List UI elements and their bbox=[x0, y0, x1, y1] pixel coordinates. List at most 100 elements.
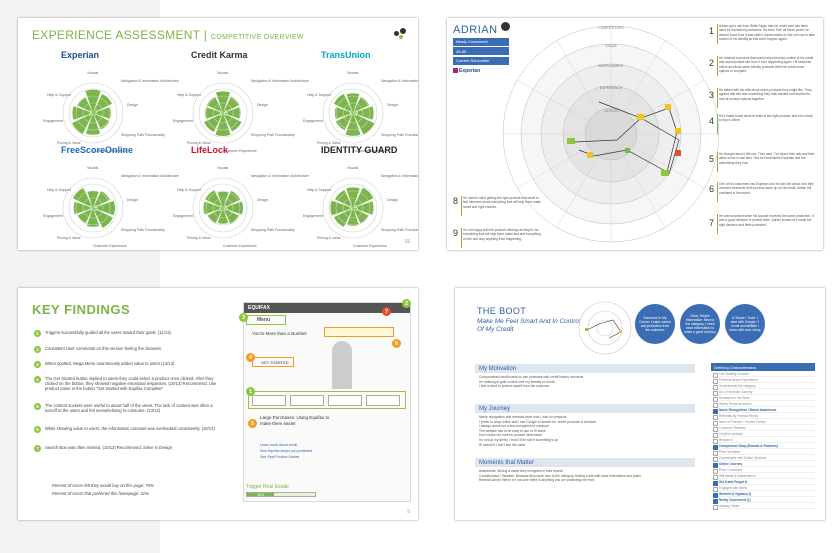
slide-subtitle: Make Me Feel Smart And In Control Of My … bbox=[477, 318, 581, 333]
radar-segment bbox=[353, 187, 374, 208]
brand-logo: IDENTITY GUARD bbox=[321, 145, 398, 155]
carousel-callout bbox=[324, 327, 394, 337]
radar-axis-label: Navigation & Information Architecture bbox=[381, 174, 418, 178]
wire-link[interactable]: Learn more about credit bbox=[260, 443, 298, 447]
note-accent bbox=[717, 114, 718, 134]
characteristics-header: Defining Characteristics bbox=[711, 363, 815, 371]
radar-axis-label: Visuals bbox=[87, 71, 99, 75]
radar-segment bbox=[204, 113, 223, 132]
radar-segment bbox=[223, 107, 241, 119]
radar-axis-label: Shopping Path Functionality bbox=[381, 133, 418, 137]
note-number: 3 bbox=[709, 90, 715, 100]
wire-link[interactable]: How Equifax keeps you protected bbox=[260, 449, 313, 453]
note-accent bbox=[717, 88, 718, 108]
radar-ring bbox=[198, 88, 248, 138]
slide-the-boot[interactable]: THE BOOT Make Me Feel Smart And In Contr… bbox=[455, 288, 825, 520]
characteristic-row: Comparison Shop (Brands & Features) bbox=[711, 444, 815, 450]
need-bubble: A 'Name I Trust': I start with Google / … bbox=[725, 304, 765, 344]
radar-segment bbox=[353, 208, 369, 224]
radar-segment bbox=[72, 187, 93, 208]
radar-segment bbox=[223, 190, 241, 208]
brand-logo: Experian bbox=[61, 50, 100, 60]
section-header: Moments that Matter bbox=[475, 458, 695, 467]
note-accent bbox=[461, 196, 462, 216]
finding-text: When spotted, Mega Menu unanimously adde… bbox=[45, 361, 175, 366]
radar-axis-label: Help & Support bbox=[307, 93, 331, 97]
equifax-logo: EQUIFAX bbox=[248, 305, 270, 311]
characteristic-row: Set It and Forget It bbox=[711, 480, 815, 486]
finding-number: 3 bbox=[34, 361, 41, 368]
note-text: One of his customers has Experian and he… bbox=[719, 182, 814, 195]
radar-axis-label: Pricing & Value bbox=[57, 141, 81, 145]
finding-number: 6 bbox=[34, 426, 41, 433]
radar-segment bbox=[223, 96, 240, 113]
radar-axis-label: Help & Support bbox=[177, 93, 201, 97]
characteristic-row: Customer Reviews bbox=[711, 426, 815, 432]
radar-ring bbox=[212, 197, 234, 219]
note-number: 2 bbox=[709, 58, 715, 68]
radar-axis-label: Design bbox=[127, 103, 138, 107]
radar-segment bbox=[345, 113, 361, 136]
radar-axis-label: Navigation & Information Architecture bbox=[121, 79, 179, 83]
radar-segment bbox=[333, 208, 353, 228]
radar-axis-label: Customer Experience bbox=[93, 244, 127, 248]
section-line: I'm set up my alerts. I trust I'll be to… bbox=[479, 438, 558, 442]
section-line: I always check out a few companies to co… bbox=[479, 424, 550, 429]
characteristic-row: Understands the category bbox=[711, 384, 815, 390]
radar-axis-label: Help & Support bbox=[177, 188, 201, 192]
radar-axis-label: Shopping Path Functionality bbox=[251, 228, 295, 232]
radar-axis-label: Help & Support bbox=[47, 188, 71, 192]
radar-chart: 3.7 bbox=[62, 82, 124, 144]
radar-segment bbox=[86, 208, 100, 227]
radar-ring bbox=[75, 190, 111, 226]
journey-spoke bbox=[517, 146, 589, 189]
radar-ring bbox=[322, 82, 384, 144]
radar-chart: 3.5 bbox=[62, 177, 124, 239]
radar-axis-label: Shopping Path Functionality bbox=[121, 228, 165, 232]
journey-spoke bbox=[623, 156, 666, 228]
characteristic-row: Items of Friends / Trusted Family bbox=[711, 420, 815, 426]
get-started-callout: GET STARTED bbox=[252, 357, 294, 367]
slide-experience-assessment[interactable]: EXPERIENCE ASSESSMENT | COMPETITIVE OVER… bbox=[18, 18, 418, 250]
finding-number: 5 bbox=[34, 403, 41, 410]
get-started-button[interactable]: GET STARTED bbox=[261, 360, 289, 365]
brand-text: Experian bbox=[459, 67, 481, 74]
radar-segment bbox=[335, 190, 353, 208]
callout-badge-2: 2 bbox=[402, 299, 411, 308]
title-text: EXPERIENCE ASSESSMENT bbox=[32, 28, 201, 42]
socket-title: Large Purchases: Using Equifax to make t… bbox=[260, 415, 330, 426]
radar-ring bbox=[335, 190, 371, 226]
marker-icon bbox=[625, 148, 630, 153]
radar-segment bbox=[346, 187, 360, 208]
radar-axis-label: Visuals bbox=[87, 166, 99, 170]
finding-text: The Get Started button implied to users … bbox=[45, 376, 217, 391]
stat-prefer: Percent of Users that preferred this hom… bbox=[52, 491, 149, 496]
stat-buy: Percent of Users felt they would buy on … bbox=[52, 483, 154, 488]
callout-badge-1: 1 bbox=[246, 387, 255, 396]
note-number: 1 bbox=[709, 26, 715, 36]
radar-segment bbox=[87, 190, 99, 208]
radar-ring bbox=[335, 95, 371, 131]
callout-badge-6: 6 bbox=[392, 339, 401, 348]
radar-axis-label: Visuals bbox=[347, 166, 359, 170]
radar-axis-label: Navigation & Information Architecture bbox=[381, 79, 418, 83]
note-text: Adrian got a call from Wells Fargo that … bbox=[719, 24, 815, 41]
wire-link[interactable]: See Real Product Stories bbox=[260, 455, 300, 459]
need-bubble: Clear, Simple Information: New to the ca… bbox=[680, 304, 720, 344]
ring-label: ENVIRONMENT bbox=[598, 64, 625, 68]
menu-label: Menu bbox=[257, 317, 271, 323]
content-sockets bbox=[248, 391, 406, 409]
slide-persona-journey[interactable]: ADRIAN Newly Concerned 45-55 Current Sub… bbox=[447, 18, 823, 250]
marker-icon bbox=[567, 138, 575, 144]
radar-ring bbox=[328, 183, 378, 233]
hero-figure bbox=[332, 341, 352, 389]
note-accent bbox=[717, 56, 718, 76]
radar-ring bbox=[68, 183, 118, 233]
persona-name: ADRIAN bbox=[453, 24, 498, 36]
brand-logo: FreeScoreOnline bbox=[61, 145, 134, 155]
